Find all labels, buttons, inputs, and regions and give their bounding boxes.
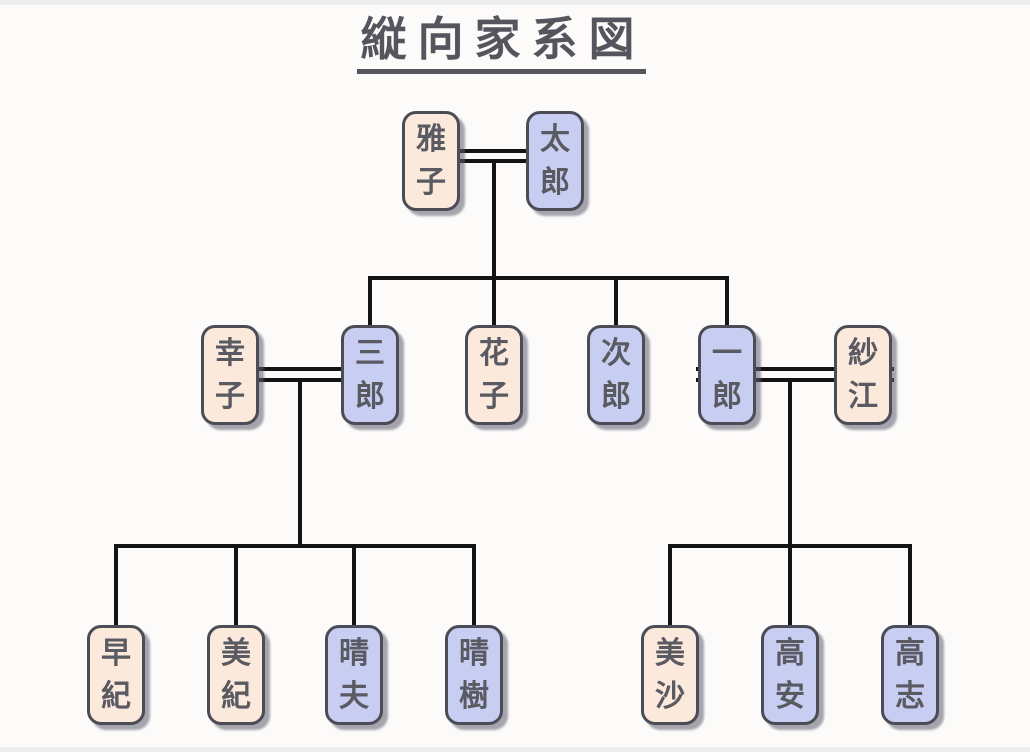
- page-edge-top: [0, 0, 1030, 5]
- person-box-sae: 紗江: [834, 325, 892, 425]
- person-box-sachiko: 幸子: [201, 325, 259, 425]
- person-box-taro: 太郎: [526, 111, 584, 211]
- person-name: 一郎: [712, 335, 742, 415]
- person-name: 三郎: [355, 335, 385, 415]
- person-box-ichiro: 一郎: [698, 325, 756, 425]
- person-name: 次郎: [601, 335, 631, 415]
- person-name: 高志: [895, 635, 925, 715]
- person-name: 太郎: [540, 121, 570, 201]
- person-name: 高安: [775, 635, 805, 715]
- person-name: 晴樹: [459, 635, 489, 715]
- person-name: 幸子: [215, 335, 245, 415]
- person-box-takayasu: 高安: [761, 625, 819, 725]
- person-box-miki: 美紀: [207, 625, 265, 725]
- person-box-saki: 早紀: [87, 625, 145, 725]
- person-box-misa: 美沙: [641, 625, 699, 725]
- person-box-masako: 雅子: [402, 111, 460, 211]
- person-box-saburo: 三郎: [341, 325, 399, 425]
- person-box-jiro: 次郎: [587, 325, 645, 425]
- diagram-title: 縦向家系図: [356, 13, 646, 74]
- person-box-haruo: 晴夫: [325, 625, 383, 725]
- page-edge-bottom: [0, 747, 1030, 752]
- person-name: 雅子: [416, 121, 446, 201]
- person-name: 美紀: [221, 635, 251, 715]
- person-box-takashi: 高志: [881, 625, 939, 725]
- person-name: 晴夫: [339, 635, 369, 715]
- person-name: 美沙: [655, 635, 685, 715]
- title-container: 縦向家系図: [0, 13, 1030, 74]
- person-name: 早紀: [101, 635, 131, 715]
- person-name: 紗江: [848, 335, 878, 415]
- person-box-hanako: 花子: [465, 325, 523, 425]
- person-box-haruki: 晴樹: [445, 625, 503, 725]
- person-name: 花子: [479, 335, 509, 415]
